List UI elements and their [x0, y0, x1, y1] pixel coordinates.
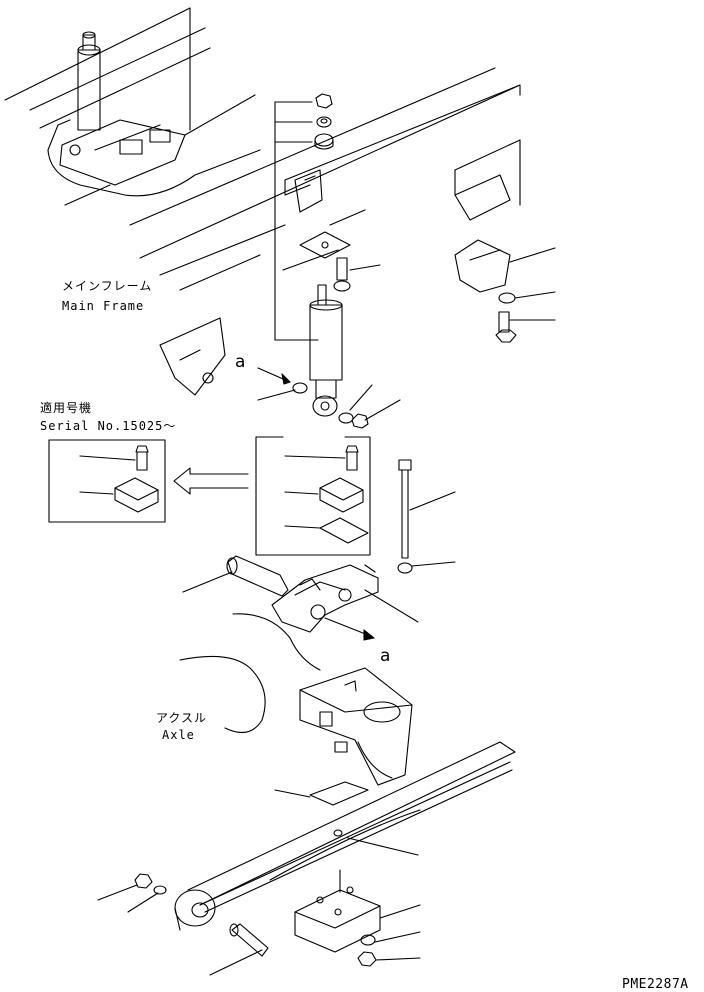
right-mount-group: [455, 240, 555, 342]
main-frame-label-en: Main Frame: [62, 299, 145, 313]
reference-a-bottom: a: [380, 646, 391, 666]
axle: [180, 614, 412, 785]
drawing-code: PME2287A: [622, 977, 689, 992]
bracket-assembly: [183, 460, 455, 640]
axle-label-en: Axle: [162, 728, 195, 742]
main-frame-label-jp: メインフレーム: [62, 279, 153, 293]
current-parts-box: [256, 437, 370, 555]
frame-corner-inset: [5, 8, 260, 205]
shock-mount-group: [258, 94, 400, 428]
serial-label-en: Serial No.15025～: [40, 419, 177, 433]
serial-label-jp: 適用号機: [40, 401, 93, 415]
leaf-spring-group: [98, 742, 515, 975]
axle-label-jp: アクスル: [156, 711, 208, 725]
serial-inset: [49, 440, 248, 522]
main-frame: [130, 68, 520, 395]
reference-a-top: a: [235, 352, 246, 372]
